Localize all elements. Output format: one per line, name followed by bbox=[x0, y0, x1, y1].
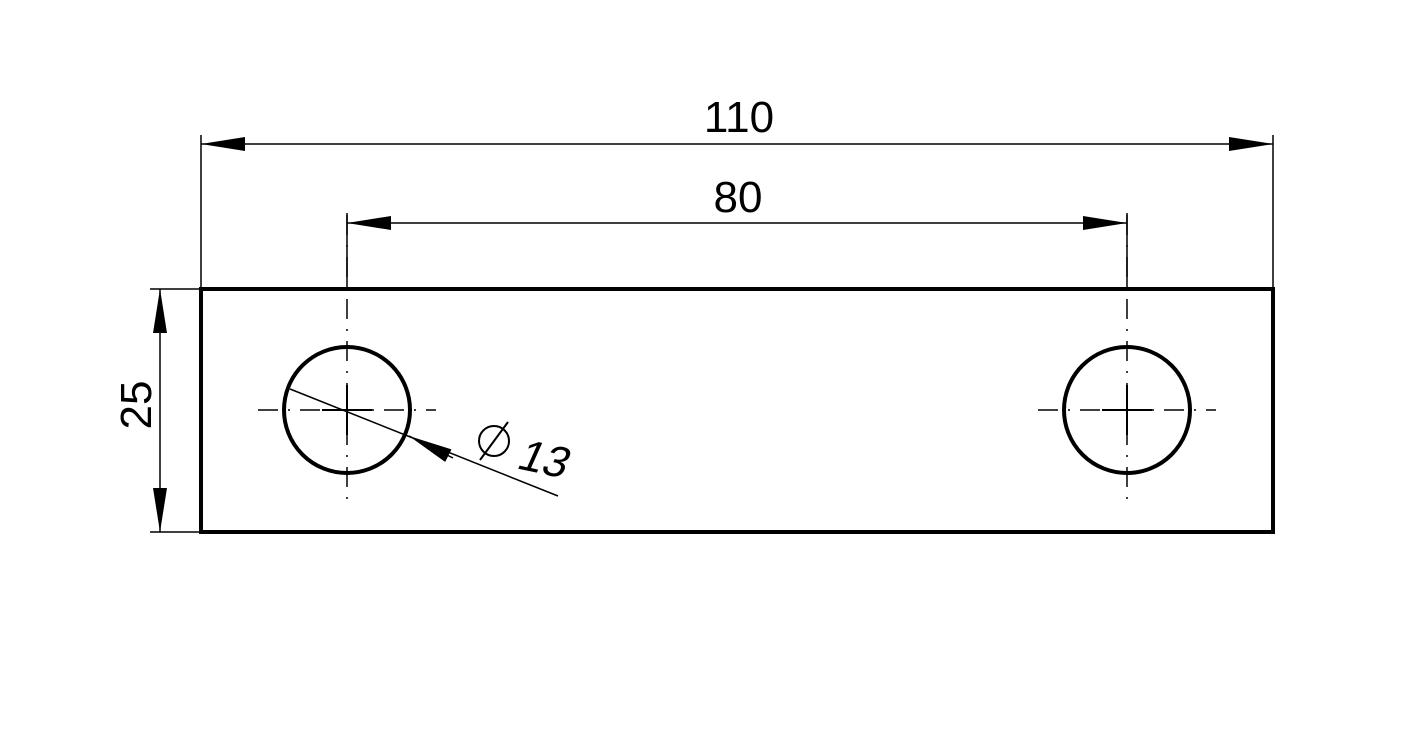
plate-outline bbox=[199, 287, 1275, 534]
diameter-symbol-icon bbox=[478, 421, 510, 461]
dimension-text-hole-diameter: 13 bbox=[511, 432, 579, 487]
diameter-leader-line bbox=[289, 388, 559, 497]
extension-lines bbox=[150, 135, 1274, 533]
dimension-text-overall-length: 110 bbox=[704, 93, 774, 142]
diameter-leader-arrow bbox=[408, 435, 454, 462]
dimension-text-height: 25 bbox=[112, 381, 161, 430]
dimension-text-hole-spacing: 80 bbox=[714, 173, 763, 222]
